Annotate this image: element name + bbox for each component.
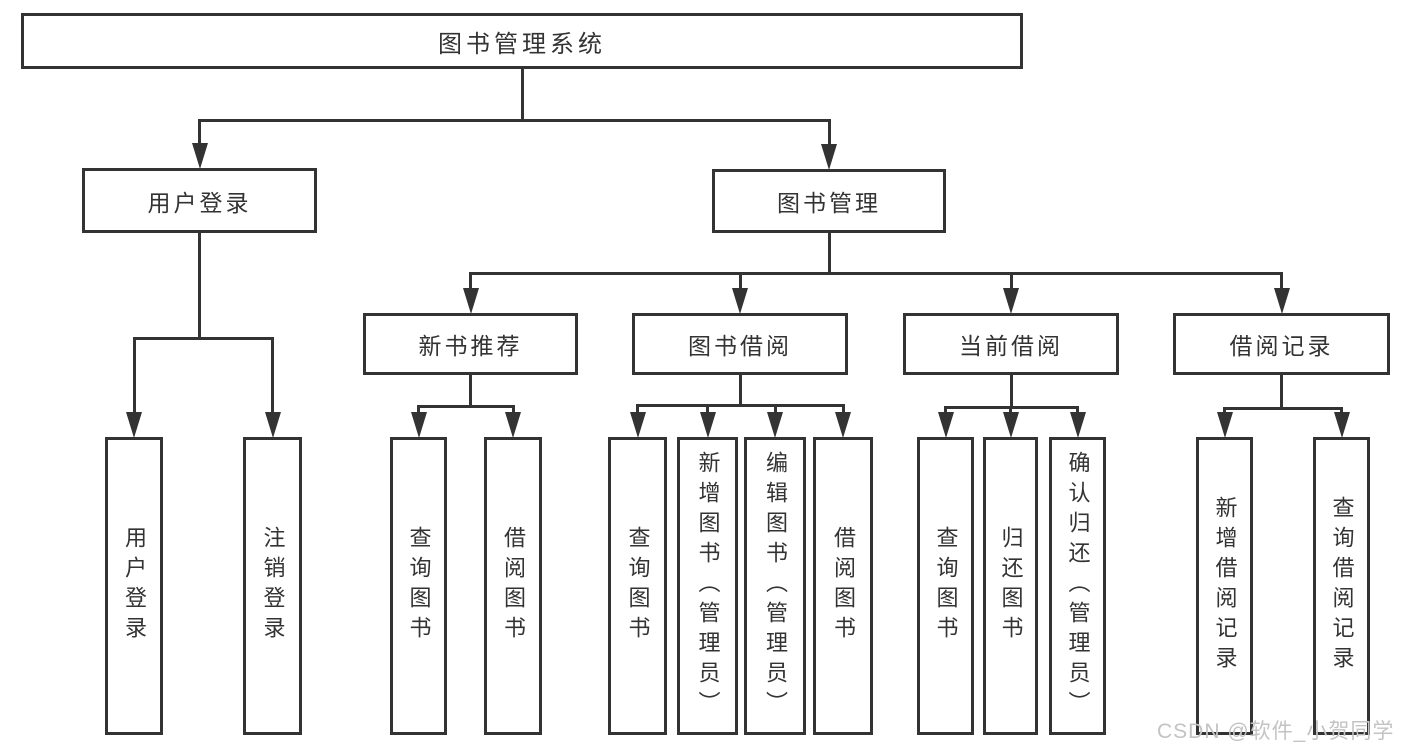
connector-line	[417, 405, 420, 414]
leaf-cb-confirm-label: 确认归还（管理员）	[1065, 451, 1091, 721]
arrow-down-icon	[264, 412, 281, 438]
arrow-down-icon	[937, 412, 954, 438]
connector-line	[706, 404, 709, 414]
leaf-logout-label: 注销登录	[260, 526, 286, 646]
arrow-down-icon	[835, 412, 851, 438]
node-leaf-br-query: 查询借阅记录	[1313, 437, 1370, 735]
connector-line	[1280, 375, 1283, 410]
connector-line	[1223, 407, 1226, 414]
connector-line	[511, 405, 515, 414]
node-root: 图书管理系统	[21, 13, 1023, 69]
node-leaf-cb-query: 查询图书	[917, 437, 974, 735]
arrow-down-icon	[126, 412, 142, 438]
arrow-down-icon	[410, 412, 427, 438]
connector-line	[827, 233, 831, 275]
node-user-login: 用户登录	[82, 168, 317, 233]
leaf-nbr-query-label: 查询图书	[406, 526, 432, 646]
connector-line	[1076, 406, 1079, 414]
connector-line	[773, 404, 777, 414]
book-mgmt-label: 图书管理	[777, 190, 881, 216]
node-book-mgmt: 图书管理	[712, 169, 946, 233]
node-leaf-cb-return: 归还图书	[983, 437, 1038, 735]
node-current-borrow: 当前借阅	[903, 313, 1119, 375]
leaf-br-query-label: 查询借阅记录	[1329, 496, 1355, 676]
node-leaf-user-login: 用户登录	[105, 437, 163, 735]
leaf-cb-query-label: 查询图书	[933, 526, 959, 646]
node-book-borrow: 图书借阅	[632, 313, 848, 375]
connector-line	[827, 119, 831, 146]
connector-line	[469, 272, 1283, 275]
arrow-down-icon	[1333, 412, 1350, 438]
connector-line	[198, 233, 201, 340]
leaf-cb-return-label: 归还图书	[998, 526, 1024, 646]
connector-line	[132, 337, 274, 340]
connector-line	[469, 272, 472, 290]
arrow-down-icon	[191, 143, 208, 169]
connector-line	[1223, 407, 1343, 410]
root-label: 图书管理系统	[438, 30, 606, 58]
connector-line	[636, 404, 845, 407]
connector-line	[1009, 375, 1013, 409]
node-new-book-rec: 新书推荐	[363, 313, 578, 375]
leaf-bb-query-label: 查询图书	[625, 526, 651, 646]
arrow-down-icon	[629, 412, 646, 438]
arrow-down-icon	[462, 288, 479, 314]
user-login-label: 用户登录	[147, 189, 252, 216]
node-leaf-br-add: 新增借阅记录	[1196, 437, 1253, 735]
node-leaf-cb-confirm: 确认归还（管理员）	[1049, 437, 1106, 735]
arrow-down-icon	[699, 412, 716, 438]
connector-line	[417, 405, 515, 408]
connector-line	[636, 404, 639, 414]
leaf-br-add-label: 新增借阅记录	[1212, 496, 1238, 676]
leaf-bb-add-label: 新增图书（管理员）	[695, 451, 721, 721]
current-borrow-label: 当前借阅	[959, 333, 1063, 359]
arrow-down-icon	[1273, 288, 1290, 314]
node-borrow-record: 借阅记录	[1173, 313, 1390, 375]
arrow-down-icon	[767, 412, 783, 438]
watermark: CSDN @软件_小贺同学	[1157, 720, 1395, 743]
arrow-down-icon	[1002, 412, 1019, 438]
new-book-rec-label: 新书推荐	[418, 333, 523, 359]
node-leaf-bb-borrow: 借阅图书	[813, 437, 873, 735]
connector-line	[198, 119, 831, 122]
arrow-down-icon	[1003, 288, 1019, 314]
node-leaf-bb-edit: 编辑图书（管理员）	[744, 437, 806, 735]
arrow-down-icon	[505, 412, 521, 438]
connector-line	[520, 69, 524, 122]
arrow-down-icon	[732, 288, 748, 314]
connector-line	[198, 119, 201, 145]
arrow-down-icon	[1069, 412, 1086, 438]
node-leaf-bb-query: 查询图书	[608, 437, 667, 735]
leaf-user-login-label: 用户登录	[122, 526, 147, 646]
connector-line	[1340, 407, 1343, 414]
connector-line	[738, 375, 742, 407]
book-borrow-label: 图书借阅	[688, 333, 792, 359]
node-leaf-nbr-query: 查询图书	[390, 437, 447, 735]
connector-line	[944, 406, 947, 414]
connector-line	[132, 337, 136, 414]
node-leaf-nbr-borrow: 借阅图书	[484, 437, 542, 735]
connector-line	[469, 375, 472, 408]
connector-line	[1280, 272, 1283, 290]
arrow-down-icon	[821, 144, 837, 170]
node-leaf-bb-add: 新增图书（管理员）	[677, 437, 738, 735]
connector-line	[1009, 406, 1012, 414]
connector-line	[271, 337, 274, 414]
borrow-record-label: 借阅记录	[1229, 333, 1334, 359]
connector-line	[738, 272, 742, 290]
leaf-nbr-borrow-label: 借阅图书	[501, 526, 526, 646]
arrow-down-icon	[1216, 412, 1233, 438]
connector-line	[841, 404, 845, 414]
leaf-bb-edit-label: 编辑图书（管理员）	[763, 451, 788, 721]
node-leaf-logout: 注销登录	[243, 437, 302, 735]
connector-line	[1009, 272, 1013, 290]
leaf-bb-borrow-label: 借阅图书	[831, 526, 856, 646]
